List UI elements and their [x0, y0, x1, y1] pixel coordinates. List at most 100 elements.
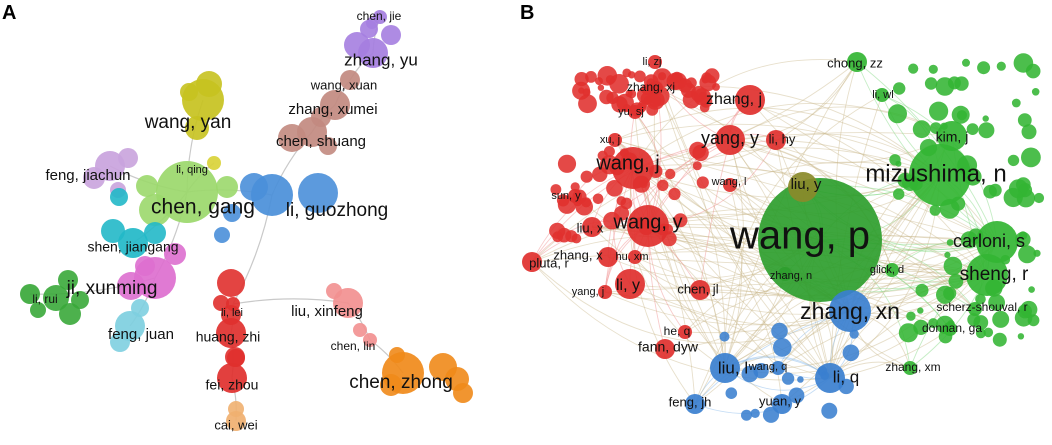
author-node-feng-juan[interactable]	[115, 311, 145, 341]
author-node-zhang-yu[interactable]	[358, 38, 388, 68]
cluster-node	[609, 74, 629, 94]
cluster-node	[643, 96, 652, 104]
author-node-chen-jie[interactable]	[373, 10, 387, 24]
cluster-node	[353, 323, 367, 337]
author-label-liu-y: liu, y	[791, 176, 822, 193]
author-node-yang-j[interactable]	[598, 285, 612, 299]
author-node-li-zj[interactable]	[648, 55, 662, 69]
cluster-node	[753, 363, 769, 379]
author-node-li-q[interactable]	[815, 363, 845, 393]
author-label-liu-xinfeng: liu, xinfeng	[291, 303, 363, 320]
cluster-node	[983, 327, 994, 338]
author-node-donnan-ga[interactable]	[943, 322, 957, 336]
cluster-node	[797, 376, 804, 383]
author-node-chen-zhong[interactable]	[382, 352, 424, 394]
network-edge	[654, 61, 831, 379]
cluster-node	[668, 187, 681, 201]
cluster-node	[557, 154, 577, 173]
author-node-yuan-y[interactable]	[772, 394, 792, 414]
author-node-chen-gang[interactable]	[156, 161, 218, 223]
author-node-zhang-xn[interactable]	[829, 290, 871, 332]
cluster-node	[671, 71, 683, 84]
author-node-huang-zhi[interactable]	[216, 318, 246, 348]
author-node-xu-j[interactable]	[608, 133, 622, 147]
cluster-node	[634, 70, 646, 83]
author-label-hu-xm: hu, xm	[615, 251, 648, 263]
author-node-feng-jh[interactable]	[685, 394, 705, 414]
author-node-wang-j[interactable]	[612, 147, 654, 189]
author-label-zhang-j: zhang, j	[706, 91, 762, 108]
author-node-wang-yan[interactable]	[182, 79, 224, 121]
author-node-shen-jiangang[interactable]	[118, 228, 148, 258]
cluster-node	[71, 291, 89, 309]
author-node-feng-jiachun[interactable]	[95, 151, 125, 181]
author-label-wang-q: wang, q	[748, 361, 788, 373]
author-label-zhang-xumei: zhang, xumei	[288, 101, 377, 118]
cluster-node	[948, 273, 964, 289]
author-node-cai-wei[interactable]	[226, 411, 246, 431]
author-node-liu-x[interactable]	[582, 217, 602, 237]
cluster-node	[946, 239, 954, 246]
author-node-li-rui[interactable]	[20, 284, 40, 304]
author-node-zhang-n[interactable]	[778, 267, 792, 281]
author-label-feng-juan: feng, juan	[108, 326, 174, 343]
cluster-node	[646, 91, 665, 110]
author-node-pluta-r[interactable]	[522, 252, 542, 272]
author-node-chen-lin[interactable]	[363, 333, 377, 347]
author-node-li-qing[interactable]	[207, 156, 221, 170]
author-label-fei-zhou: fei, zhou	[206, 377, 259, 393]
author-node-wang-xuan[interactable]	[340, 70, 360, 90]
author-node-li-y[interactable]	[615, 269, 645, 299]
author-node-kim-j[interactable]	[937, 121, 967, 151]
cluster-node	[962, 58, 970, 67]
cluster-node	[592, 193, 604, 205]
cluster-node	[897, 172, 913, 188]
author-label-yang-j: yang, j	[572, 286, 604, 298]
author-node-li-lei[interactable]	[226, 297, 240, 311]
author-label-yu-sj: yu, sj	[618, 106, 644, 118]
author-node-li-hy[interactable]	[766, 130, 786, 150]
cluster-node	[951, 105, 970, 124]
author-node-li-wl[interactable]	[875, 88, 889, 102]
author-label-zhang-n: zhang, n	[770, 270, 812, 282]
cluster-node	[912, 120, 931, 139]
author-node-yang-y[interactable]	[715, 125, 745, 155]
author-node-sun-y[interactable]	[568, 189, 582, 203]
cluster-node	[898, 323, 918, 343]
author-node-sheng-r[interactable]	[966, 254, 1008, 296]
author-node-liu-y[interactable]	[788, 172, 818, 202]
author-node-wang-q[interactable]	[771, 361, 785, 375]
author-node-he-q[interactable]	[678, 325, 692, 339]
author-node-scherz-shouval-r[interactable]	[968, 302, 982, 316]
author-node-ji-xunming[interactable]	[134, 257, 176, 299]
author-node-wang-y[interactable]	[627, 205, 669, 247]
network-edge	[604, 291, 851, 326]
author-node-wang-l[interactable]	[723, 178, 737, 192]
author-node-chong-zz[interactable]	[847, 52, 867, 72]
cluster-node	[960, 231, 978, 249]
author-label-huang-zhi: huang, zhi	[196, 329, 261, 345]
author-node-carloni-s[interactable]	[976, 221, 1018, 263]
author-node-zhang-j[interactable]	[735, 85, 765, 115]
author-node-glick-d[interactable]	[885, 263, 899, 277]
author-node-chen-jl[interactable]	[690, 280, 710, 300]
author-node-li-guozhong[interactable]	[251, 174, 293, 216]
author-label-chen-jie: chen, jie	[357, 9, 402, 23]
author-node-yu-sj[interactable]	[628, 105, 642, 119]
author-node-liu-l[interactable]	[710, 353, 740, 383]
author-node-zhang-xj[interactable]	[649, 81, 663, 95]
author-node-hu-xm[interactable]	[628, 250, 642, 264]
cluster-node	[692, 144, 709, 162]
cluster-node	[595, 77, 603, 86]
author-node-liu-xinfeng[interactable]	[333, 288, 363, 318]
author-label-fann-dyw: fann, dyw	[638, 339, 699, 355]
author-node-fei-zhou[interactable]	[217, 363, 247, 393]
cluster-node	[1021, 147, 1041, 168]
author-node-mizushima-n[interactable]	[909, 144, 971, 206]
cluster-node	[928, 318, 939, 329]
author-node-zhang-x[interactable]	[598, 247, 618, 267]
author-node-zhang-xumei[interactable]	[320, 90, 350, 120]
author-node-fann-dyw[interactable]	[655, 339, 675, 359]
author-label-yuan-y: yuan, y	[759, 393, 801, 408]
author-node-zhang-xm[interactable]	[903, 361, 917, 375]
